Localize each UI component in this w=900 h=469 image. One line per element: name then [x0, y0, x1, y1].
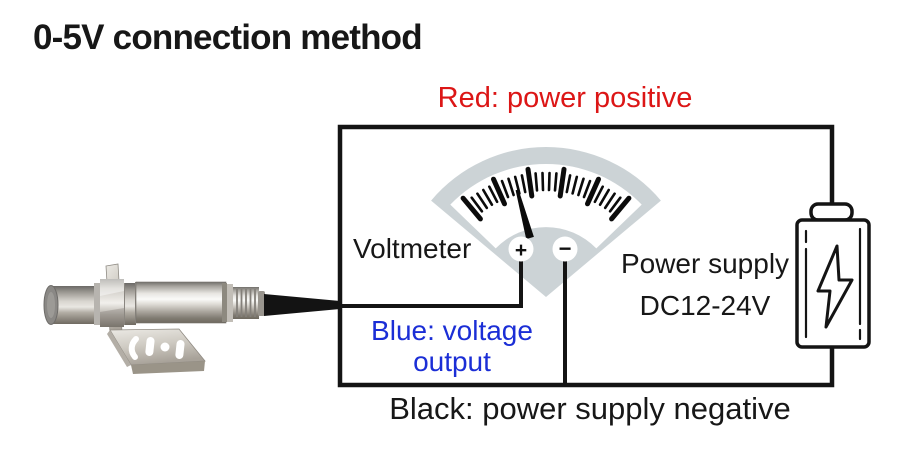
- minus-terminal: [552, 236, 578, 262]
- lightning-bolt-icon: [816, 244, 854, 329]
- minus-terminal-sign: −: [559, 236, 572, 261]
- gauge-tick-marks: [460, 166, 632, 222]
- battery-icon: [795, 202, 871, 349]
- circuit-box-outline: [337, 124, 835, 388]
- sensor-cable: [264, 294, 340, 316]
- black-wire-label: Black: power supply negative: [389, 391, 791, 426]
- voltmeter-gauge-icon: [431, 147, 661, 297]
- plus-terminal-sign: +: [515, 239, 527, 262]
- blue-wire-label-line2: output: [413, 346, 491, 377]
- power-supply-label-line2: DC12-24V: [639, 290, 771, 321]
- blue-wire-label-line1: Blue: voltage: [371, 315, 533, 346]
- red-wire-label: Red: power positive: [437, 82, 693, 114]
- plus-terminal: [508, 236, 534, 262]
- sensor-probe-image: [43, 263, 340, 374]
- blue-output-wire: [338, 256, 523, 308]
- blue-wire-label: Blue: voltage output: [352, 315, 552, 377]
- gauge-needle: [515, 189, 534, 240]
- power-supply-label-line1: Power supply: [620, 248, 790, 279]
- power-supply-label: Power supply DC12-24V: [605, 243, 805, 327]
- voltmeter-label: Voltmeter: [353, 233, 472, 264]
- page-title: 0-5V connection method: [33, 18, 423, 57]
